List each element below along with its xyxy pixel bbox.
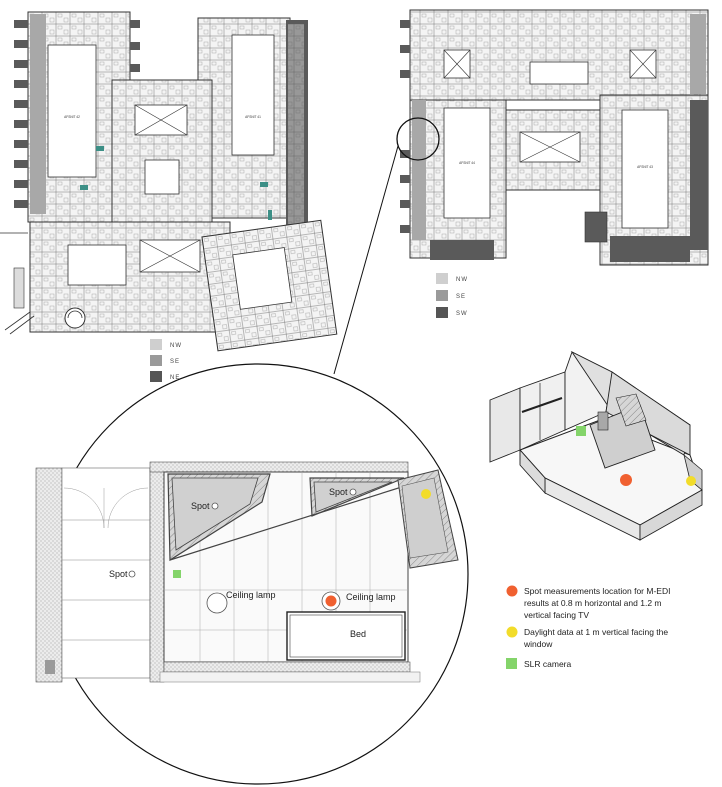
key-swatch bbox=[436, 290, 448, 301]
legend-swatch-daylight bbox=[506, 626, 518, 638]
room-floor-plan: Bed Spot Spot Spot Ceiling lamp Ceiling … bbox=[35, 461, 459, 683]
key-label: SW bbox=[456, 311, 468, 317]
spot-light-icon bbox=[349, 488, 357, 496]
slr-camera-marker bbox=[173, 570, 181, 578]
mEDI-measurement-marker bbox=[325, 595, 337, 607]
daylight-marker-3d bbox=[686, 476, 696, 486]
key-label: NW bbox=[170, 343, 182, 349]
facade-grey-left bbox=[30, 14, 46, 214]
ceiling-lamp-label: Ceiling lamp bbox=[346, 592, 396, 602]
wing-label-right-a: AFSNIT 44 bbox=[459, 161, 475, 165]
legend-text-line: Spot measurements location for M-EDI bbox=[524, 586, 670, 596]
right-floor-plan: AFSNIT 44 AFSNIT 43 NW S bbox=[396, 9, 709, 318]
key-swatch bbox=[150, 339, 162, 350]
legend: Spot measurements location for M-EDI res… bbox=[506, 585, 670, 669]
left-plan-key: NW SE NE bbox=[150, 339, 182, 382]
spot-label: Spot bbox=[329, 487, 348, 497]
legend-text-line: Daylight data at 1 m vertical facing the bbox=[524, 627, 668, 637]
legend-text-line: vertical facing TV bbox=[524, 610, 589, 620]
spot-light-icon bbox=[128, 570, 136, 578]
key-label: SE bbox=[456, 294, 466, 300]
ceiling-lamp-icon bbox=[206, 592, 228, 614]
facade-rooms-left bbox=[14, 20, 140, 208]
isometric-room-view bbox=[489, 350, 703, 541]
key-label: NE bbox=[170, 375, 180, 381]
wing-label-right-b: AFSNIT 43 bbox=[637, 165, 653, 169]
wing-label-left-a: AFSNIT 42 bbox=[64, 115, 80, 119]
bed bbox=[286, 611, 406, 661]
callout-line bbox=[333, 145, 399, 375]
key-swatch bbox=[436, 273, 448, 284]
key-label: NW bbox=[456, 277, 468, 283]
legend-text-line: SLR camera bbox=[524, 659, 572, 669]
spot-label: Spot bbox=[191, 501, 210, 511]
legend-text-line: results at 0.8 m horizontal and 1.2 m bbox=[524, 598, 662, 608]
daylight-marker bbox=[421, 489, 431, 499]
legend-text-line: window bbox=[523, 639, 553, 649]
key-label: SE bbox=[170, 359, 180, 365]
selected-room-marker bbox=[396, 117, 440, 161]
legend-swatch-mEDI bbox=[506, 585, 518, 597]
bed-label: Bed bbox=[350, 629, 366, 639]
ceiling-lamp-label: Ceiling lamp bbox=[226, 590, 276, 600]
wing-label-left-b: AFSNIT 41 bbox=[245, 115, 261, 119]
mEDI-measurement-marker-3d bbox=[620, 474, 632, 486]
spot-label: Spot bbox=[109, 569, 128, 579]
key-swatch bbox=[150, 371, 162, 382]
right-plan-key: NW SE SW bbox=[436, 273, 468, 318]
left-floor-plan: AFSNIT 42 AFSNIT 41 bbox=[0, 11, 338, 382]
legend-swatch-camera bbox=[506, 658, 517, 669]
slr-camera-marker-3d bbox=[576, 426, 586, 436]
spot-light-icon bbox=[211, 502, 219, 510]
key-swatch bbox=[150, 355, 162, 366]
key-swatch bbox=[436, 307, 448, 318]
